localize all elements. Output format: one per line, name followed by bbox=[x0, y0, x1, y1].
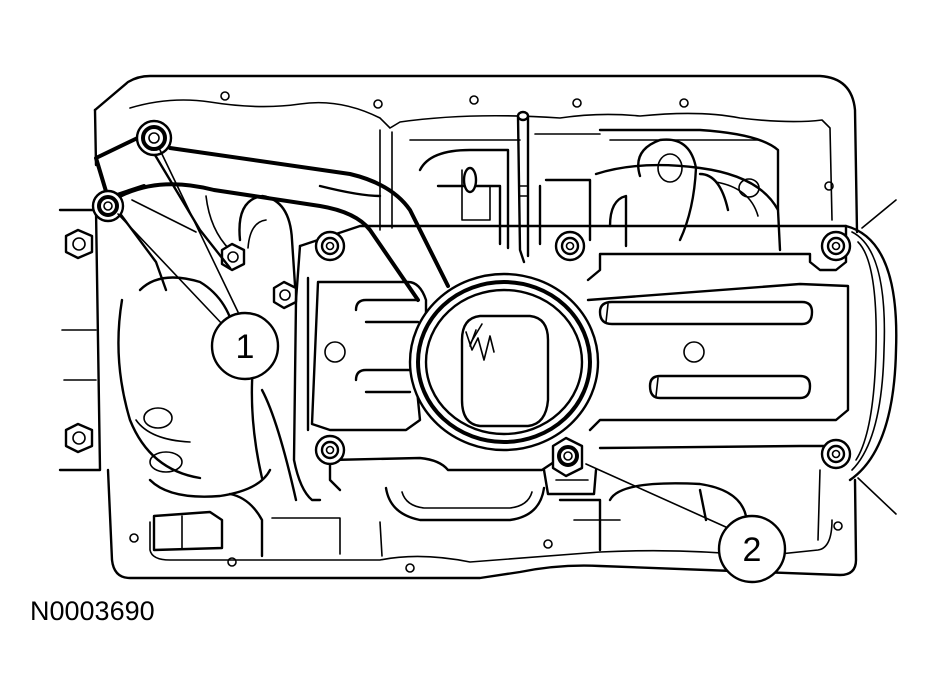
tray-bolts bbox=[314, 230, 852, 470]
pickup-screen bbox=[408, 272, 600, 452]
right-end-seal bbox=[844, 199, 898, 515]
callout-2-number: 2 bbox=[743, 531, 762, 569]
left-end-structures bbox=[58, 194, 341, 558]
callout-1: 1 bbox=[210, 311, 280, 381]
pickup-tube bbox=[94, 130, 450, 302]
figure-id-label: N0003690 bbox=[30, 596, 155, 626]
bracket-nut bbox=[542, 436, 598, 496]
callout-leaders bbox=[117, 149, 729, 529]
crank-details bbox=[318, 110, 782, 264]
callout-1-number: 1 bbox=[236, 328, 255, 366]
callout-2: 2 bbox=[717, 514, 787, 584]
tube-bolts bbox=[91, 119, 173, 223]
block-outline bbox=[93, 74, 859, 580]
lower-structures bbox=[379, 482, 748, 557]
